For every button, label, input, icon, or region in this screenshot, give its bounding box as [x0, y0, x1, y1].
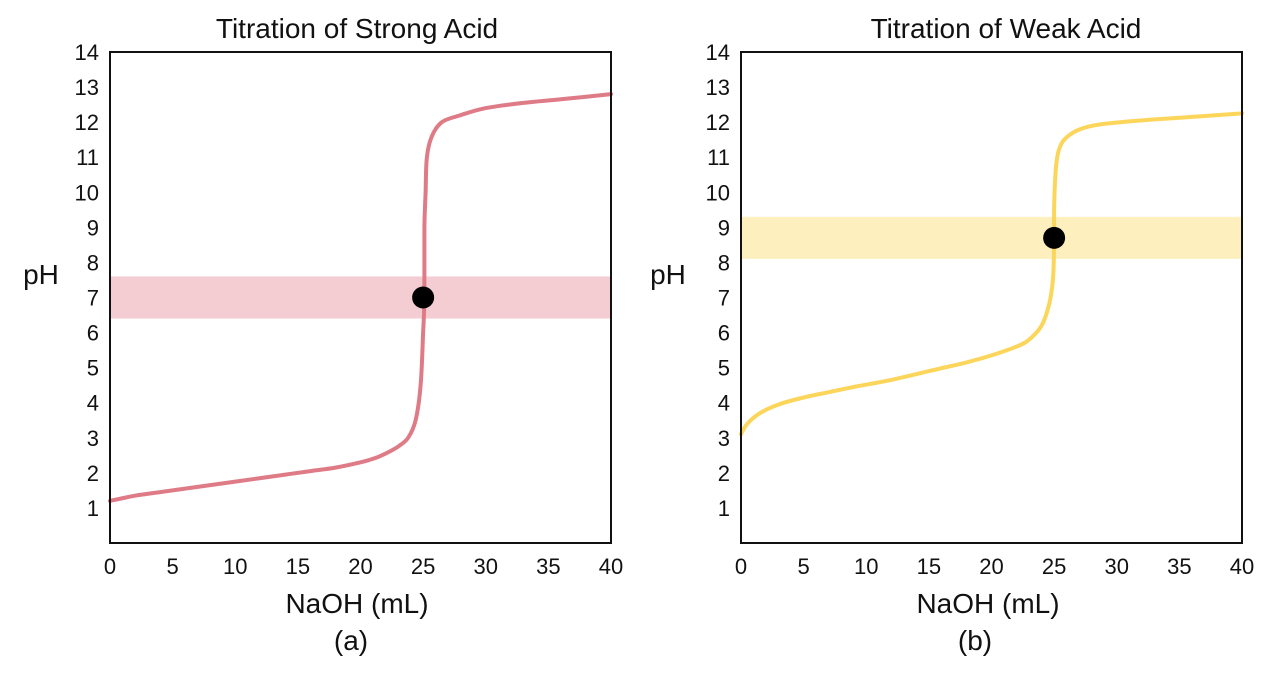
weak-acid-y-tick-label: 12 — [706, 110, 730, 135]
weak-acid-panel-label: (b) — [958, 625, 992, 656]
strong-acid-x-axis-label: NaOH (mL) — [285, 588, 428, 619]
weak-acid-chart: Titration of Weak Acid pH NaOH (mL) (b) … — [650, 13, 1254, 656]
strong-acid-y-tick-label: 10 — [75, 180, 99, 205]
strong-acid-x-tick-label: 40 — [599, 554, 623, 579]
strong-acid-x-tick-label: 15 — [286, 554, 310, 579]
strong-acid-y-tick-label: 9 — [87, 215, 99, 240]
strong-acid-chart: Titration of Strong Acid pH NaOH (mL) (a… — [23, 13, 623, 656]
strong-acid-y-tick-label: 7 — [87, 286, 99, 311]
strong-acid-y-tick-label: 2 — [87, 461, 99, 486]
strong-acid-equivalence-point — [412, 286, 435, 309]
strong-acid-chart-title: Titration of Strong Acid — [216, 13, 498, 44]
strong-acid-x-tick-label: 20 — [348, 554, 372, 579]
strong-acid-x-tick-label: 25 — [411, 554, 435, 579]
strong-acid-x-tick-label: 5 — [167, 554, 179, 579]
strong-acid-panel-label: (a) — [334, 625, 368, 656]
weak-acid-y-tick-label: 6 — [718, 321, 730, 346]
strong-acid-y-axis-label: pH — [23, 259, 59, 290]
strong-acid-y-tick-label: 6 — [87, 321, 99, 346]
weak-acid-x-tick-label: 30 — [1105, 554, 1129, 579]
weak-acid-y-tick-label: 14 — [706, 40, 730, 65]
weak-acid-y-tick-label: 4 — [718, 391, 730, 416]
strong-acid-y-tick-label: 11 — [76, 145, 99, 170]
weak-acid-y-tick-label: 9 — [718, 215, 730, 240]
weak-acid-equivalence-point — [1043, 226, 1066, 249]
strong-acid-y-tick-label: 3 — [87, 426, 99, 451]
strong-acid-y-tick-label: 8 — [87, 250, 99, 275]
strong-acid-x-tick-label: 35 — [536, 554, 560, 579]
weak-acid-x-tick-label: 35 — [1167, 554, 1191, 579]
weak-acid-y-tick-label: 11 — [707, 145, 730, 170]
strong-acid-x-tick-label: 0 — [104, 554, 116, 579]
weak-acid-x-axis-label: NaOH (mL) — [916, 588, 1059, 619]
weak-acid-y-tick-label: 5 — [718, 356, 730, 381]
weak-acid-y-tick-label: 10 — [706, 180, 730, 205]
weak-acid-y-tick-label: 1 — [718, 496, 730, 521]
weak-acid-plot-frame — [740, 51, 1243, 544]
strong-acid-titration-curve — [108, 92, 613, 503]
strong-acid-ph-range-band — [110, 276, 611, 319]
weak-acid-chart-title: Titration of Weak Acid — [871, 13, 1142, 44]
weak-acid-y-tick-label: 7 — [718, 286, 730, 311]
weak-acid-x-tick-label: 10 — [854, 554, 878, 579]
weak-acid-y-tick-label: 3 — [718, 426, 730, 451]
strong-acid-x-tick-label: 30 — [474, 554, 498, 579]
strong-acid-plot-frame — [109, 51, 612, 544]
weak-acid-x-tick-label: 5 — [798, 554, 810, 579]
weak-acid-ph-range-band — [741, 216, 1242, 259]
strong-acid-y-tick-label: 12 — [75, 110, 99, 135]
weak-acid-titration-curve — [739, 111, 1244, 437]
weak-acid-x-tick-label: 20 — [979, 554, 1003, 579]
strong-acid-y-tick-label: 4 — [87, 391, 99, 416]
strong-acid-x-tick-label: 10 — [223, 554, 247, 579]
weak-acid-x-tick-label: 0 — [735, 554, 747, 579]
weak-acid-y-tick-label: 13 — [706, 75, 730, 100]
strong-acid-y-tick-label: 1 — [87, 496, 99, 521]
strong-acid-y-tick-label: 14 — [75, 40, 99, 65]
strong-acid-y-tick-label: 5 — [87, 356, 99, 381]
weak-acid-y-tick-label: 8 — [718, 250, 730, 275]
weak-acid-y-axis-label: pH — [650, 259, 686, 290]
weak-acid-y-tick-label: 2 — [718, 461, 730, 486]
weak-acid-x-tick-label: 40 — [1230, 554, 1254, 579]
strong-acid-y-tick-label: 13 — [75, 75, 99, 100]
weak-acid-x-tick-label: 25 — [1042, 554, 1066, 579]
weak-acid-x-tick-label: 15 — [917, 554, 941, 579]
